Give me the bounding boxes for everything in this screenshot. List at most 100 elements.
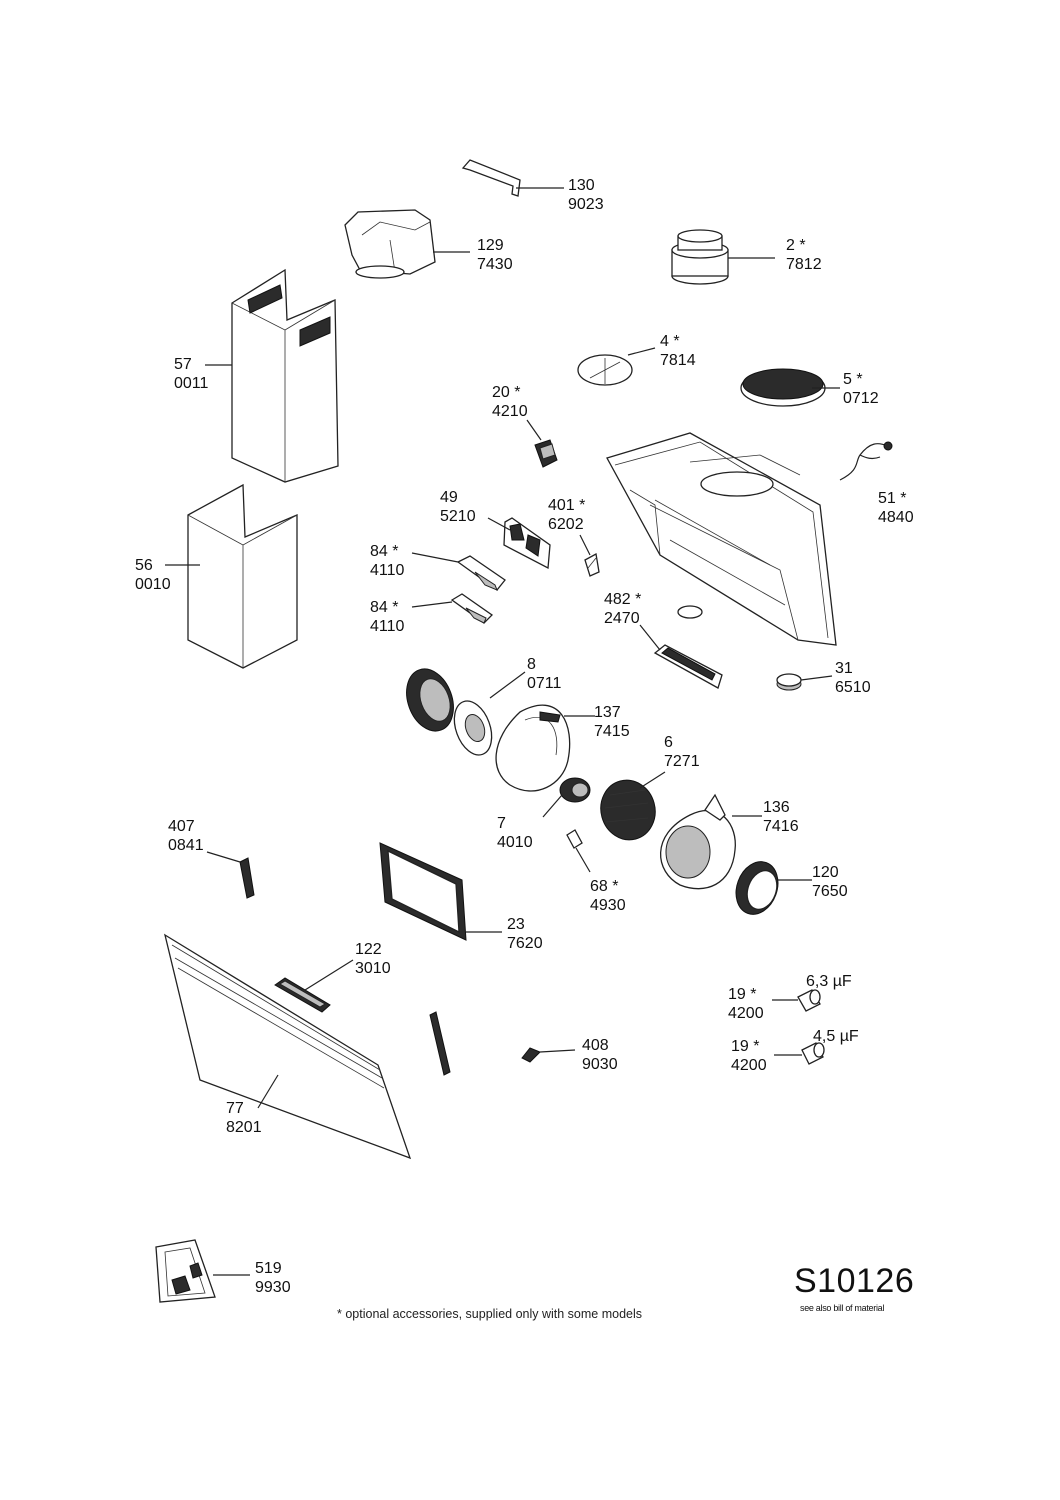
label-part-2: 2 *7812: [786, 236, 822, 274]
pos: 4 *: [660, 333, 680, 350]
part-130-bracket: [461, 159, 564, 197]
part-20-switch: [526, 419, 558, 468]
pos: 130: [568, 177, 595, 194]
part-8-grease-filter: [406, 668, 526, 756]
label-part-130: 130 9023: [568, 176, 604, 214]
label-part-23: 23 7620: [507, 915, 543, 953]
pos: 31: [835, 660, 853, 677]
pos: 482 *: [604, 591, 642, 608]
pos: 51 *: [878, 490, 907, 507]
part-122-handle: [274, 959, 354, 1013]
code: 7415: [594, 723, 630, 740]
label-part-122: 122 3010: [355, 940, 391, 978]
code: 5210: [440, 508, 476, 525]
see-also-note: see also bill of material: [800, 1303, 885, 1313]
code: 4930: [590, 897, 626, 914]
part-84-bracket-a: [411, 552, 506, 591]
pos: 6: [664, 734, 673, 751]
pos: 68 *: [590, 878, 619, 895]
code: 6510: [835, 679, 871, 696]
code: 7650: [812, 883, 848, 900]
label-part-68: 68 * 4930: [590, 877, 626, 915]
part-136-fan-housing: [660, 793, 762, 890]
code: 7271: [664, 753, 700, 770]
part-120-ring: [735, 861, 812, 915]
label-part-56: 56 0010: [135, 556, 171, 594]
part-84-bracket-b: [411, 593, 494, 624]
part-hood-body: [606, 432, 837, 646]
pos: 8: [527, 656, 536, 673]
code: 4010: [497, 834, 533, 851]
part-7-motor: [542, 777, 591, 818]
code: 4210: [492, 403, 528, 420]
part-407-pin: [206, 851, 255, 899]
part-4-disc: [577, 347, 656, 386]
part-68-component: [566, 829, 591, 873]
part-19-capacitor-b: [774, 1042, 825, 1065]
code: 0711: [527, 675, 562, 692]
code: 4840: [878, 509, 914, 526]
label-part-51: 51 * 4840: [878, 489, 914, 527]
pos: 401 *: [548, 497, 586, 514]
part-49-control-board: [487, 517, 551, 570]
part-31-bushing: [776, 673, 833, 691]
pos: 77: [226, 1100, 244, 1117]
label-part-84a: 84 *4110: [370, 542, 404, 580]
code: 0841: [168, 837, 204, 854]
code: 7416: [763, 818, 799, 835]
label-part-57: 57 0011: [174, 355, 208, 393]
code: 0010: [135, 576, 171, 593]
pos: 122: [355, 941, 382, 958]
pos: 408: [582, 1037, 609, 1054]
label-part-49: 49 5210: [440, 488, 476, 526]
label-part-5: 5 * 0712: [843, 370, 879, 408]
label-part-19a: 19 *4200: [728, 985, 764, 1023]
label-part-401: 401 * 6202: [548, 496, 585, 534]
pos: 57: [174, 356, 192, 373]
code: 7814: [660, 352, 696, 369]
part-137-housing-half: [495, 704, 595, 792]
pos: 49: [440, 489, 458, 506]
part-strut: [429, 1011, 451, 1076]
code: 0011: [174, 375, 209, 392]
pos: 84 *: [370, 599, 399, 616]
code: 9023: [568, 196, 604, 213]
label-part-129: 129 7430: [477, 236, 513, 274]
pos: 23: [507, 916, 525, 933]
part-2-ring: [671, 229, 775, 285]
label-part-482: 482 * 2470: [604, 590, 641, 628]
capacitor-rating-2: 4,5 µF: [813, 1028, 859, 1045]
part-51-cable: [839, 441, 893, 481]
label-part-84b: 84 *4110: [370, 598, 404, 636]
label-part-19b: 19 *4200: [731, 1037, 767, 1075]
part-56-lower-chimney: [165, 483, 298, 669]
code: 7430: [477, 256, 513, 273]
code: 0712: [843, 390, 879, 407]
pos: 120: [812, 864, 839, 881]
part-23-filter-frame: [379, 842, 502, 941]
label-part-120: 120 7650: [812, 863, 848, 901]
pos: 20 *: [492, 384, 521, 401]
code: 7620: [507, 935, 543, 952]
label-part-519: 519 9930: [255, 1259, 291, 1297]
pos: 519: [255, 1260, 282, 1277]
pos: 2 *: [786, 237, 806, 254]
part-129-duct-connector: [344, 209, 470, 279]
code: 6202: [548, 516, 584, 533]
part-19-capacitor-a: [772, 989, 821, 1012]
code: 3010: [355, 960, 391, 977]
pos: 56: [135, 557, 153, 574]
part-401-component: [579, 534, 600, 577]
code: 9930: [255, 1279, 291, 1296]
part-408-pin: [521, 1047, 576, 1063]
code: 2470: [604, 610, 640, 627]
label-part-4: 4 * 7814: [660, 332, 696, 370]
pos: 5 *: [843, 371, 863, 388]
pos: 129: [477, 237, 504, 254]
label-part-8: 8 0711: [527, 655, 561, 693]
pos: 137: [594, 704, 621, 721]
